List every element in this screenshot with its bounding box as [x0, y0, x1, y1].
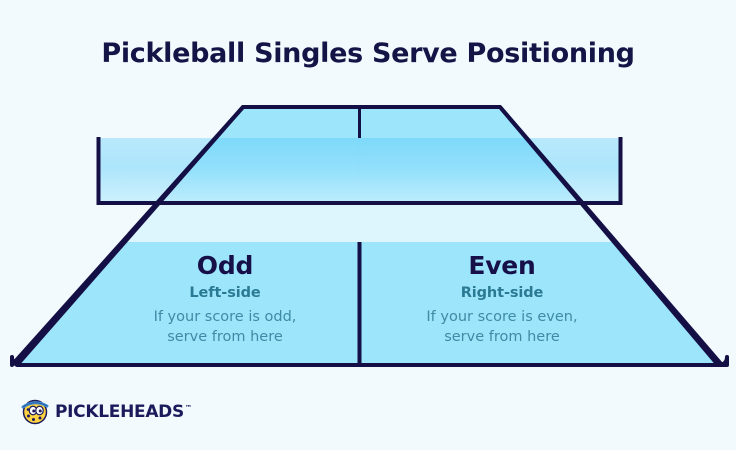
right-service-box-label: Even Right-side If your score is even, s… [372, 252, 632, 347]
logo-wordmark-text: PICKLEHEADS [55, 402, 184, 422]
right-side-name: Right-side [460, 285, 544, 301]
right-side-description: If your score is even, serve from here [372, 307, 632, 347]
left-desc-line-2: serve from here [167, 328, 283, 345]
right-parity-heading: Even [468, 251, 536, 280]
left-parity-heading: Odd [196, 251, 254, 280]
page-title: Pickleball Singles Serve Positioning [101, 38, 635, 69]
right-desc-line-1: If your score is even, [426, 308, 578, 325]
pickleball-mascot-icon [21, 399, 49, 425]
logo-wordmark: PICKLEHEADS™ [55, 402, 192, 422]
logo-trademark: ™ [184, 404, 192, 412]
left-service-box-label: Odd Left-side If your score is odd, serv… [95, 252, 355, 347]
left-side-description: If your score is odd, serve from here [95, 307, 355, 347]
left-desc-line-1: If your score is odd, [153, 308, 297, 325]
court-outline-stroke [15, 105, 724, 367]
pickleheads-logo[interactable]: PICKLEHEADS™ [20, 396, 192, 426]
right-desc-line-2: serve from here [444, 328, 560, 345]
left-side-name: Left-side [189, 285, 261, 301]
net-group [96, 137, 623, 205]
